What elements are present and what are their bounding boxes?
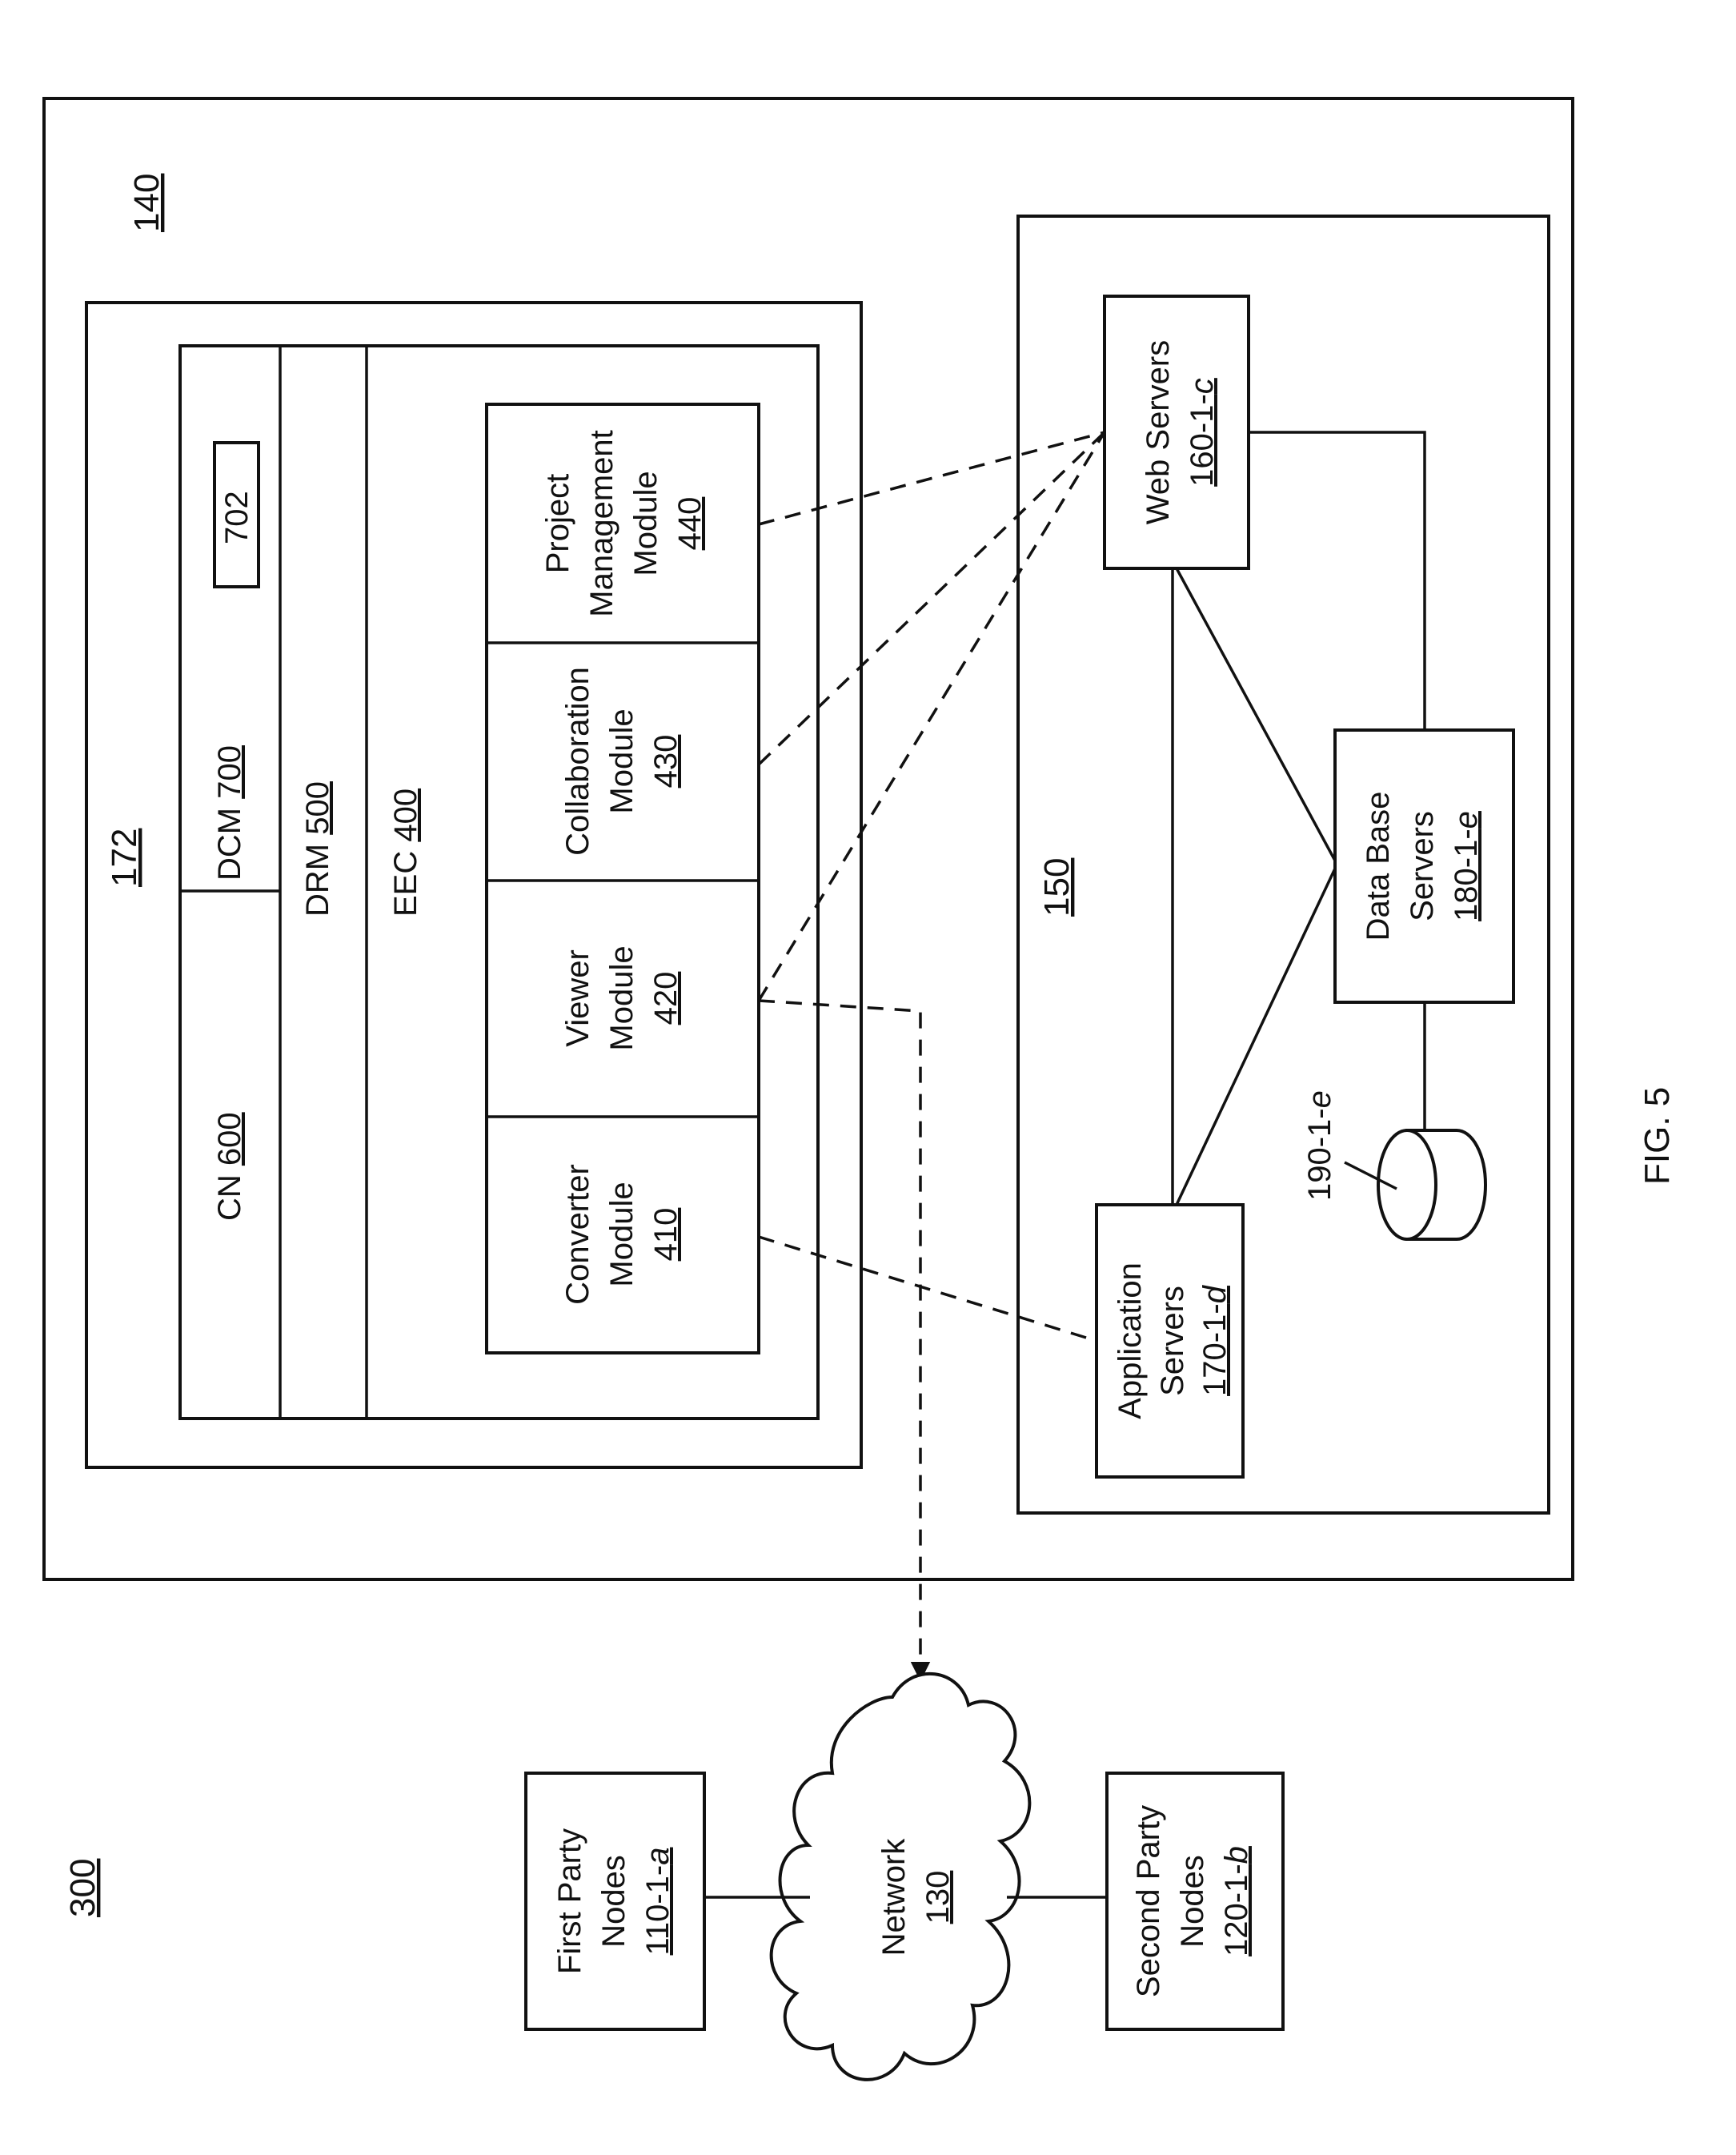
dcm-702-ref: 702	[219, 491, 255, 544]
svg-text:Nodes: Nodes	[596, 1855, 631, 1948]
application-servers-label: Application Servers 170-1-d	[1113, 1262, 1233, 1419]
svg-text:440: 440	[672, 497, 708, 551]
network-label: Network	[876, 1838, 912, 1956]
svg-text:Collaboration: Collaboration	[560, 667, 595, 856]
svg-text:Second Party: Second Party	[1131, 1805, 1166, 1997]
svg-text:Module: Module	[604, 945, 639, 1050]
svg-text:Module: Module	[604, 1182, 639, 1286]
svg-text:110-1-a: 110-1-a	[640, 1848, 676, 1956]
storage-cylinder-icon	[1378, 1130, 1485, 1239]
storage-190-ref: 190-1-e	[1302, 1090, 1337, 1201]
figure-caption: FIG. 5	[1638, 1087, 1677, 1185]
network-ref: 130	[920, 1871, 956, 1924]
svg-text:First Party: First Party	[552, 1828, 587, 1974]
svg-text:Application: Application	[1113, 1262, 1148, 1419]
svg-text:Management: Management	[584, 430, 619, 616]
svg-text:Data Base: Data Base	[1361, 792, 1396, 941]
svg-text:Servers: Servers	[1405, 811, 1440, 921]
figure-ref-300: 300	[63, 1859, 102, 1917]
system-140-ref: 140	[127, 174, 166, 232]
dcm-700-label: DCM 700	[212, 745, 247, 881]
database-servers-label: Data Base Servers 180-1-e	[1361, 792, 1484, 941]
svg-text:Nodes: Nodes	[1175, 1855, 1210, 1948]
web-servers-box	[1105, 296, 1249, 568]
cn-600-label: CN 600	[212, 1112, 247, 1221]
svg-text:410: 410	[648, 1208, 684, 1262]
drm-500-label: DRM 500	[300, 781, 335, 917]
svg-text:Module: Module	[628, 471, 664, 576]
svg-text:160-1-c: 160-1-c	[1185, 378, 1220, 487]
box-172-ref: 172	[105, 829, 144, 887]
svg-text:120-1-b: 120-1-b	[1219, 1846, 1254, 1956]
svg-text:Servers: Servers	[1155, 1286, 1190, 1396]
svg-text:Project: Project	[540, 474, 575, 574]
server-group-150-ref: 150	[1037, 858, 1076, 917]
svg-text:180-1-e: 180-1-e	[1449, 811, 1484, 921]
svg-text:170-1-d: 170-1-d	[1197, 1284, 1233, 1396]
svg-text:Viewer: Viewer	[560, 949, 595, 1047]
svg-text:Converter: Converter	[560, 1164, 595, 1305]
svg-text:Web Servers: Web Servers	[1141, 340, 1176, 524]
svg-text:430: 430	[648, 735, 684, 789]
svg-text:420: 420	[648, 972, 684, 1025]
svg-text:Module: Module	[604, 708, 639, 813]
eec-400-label: EEC 400	[388, 789, 423, 917]
